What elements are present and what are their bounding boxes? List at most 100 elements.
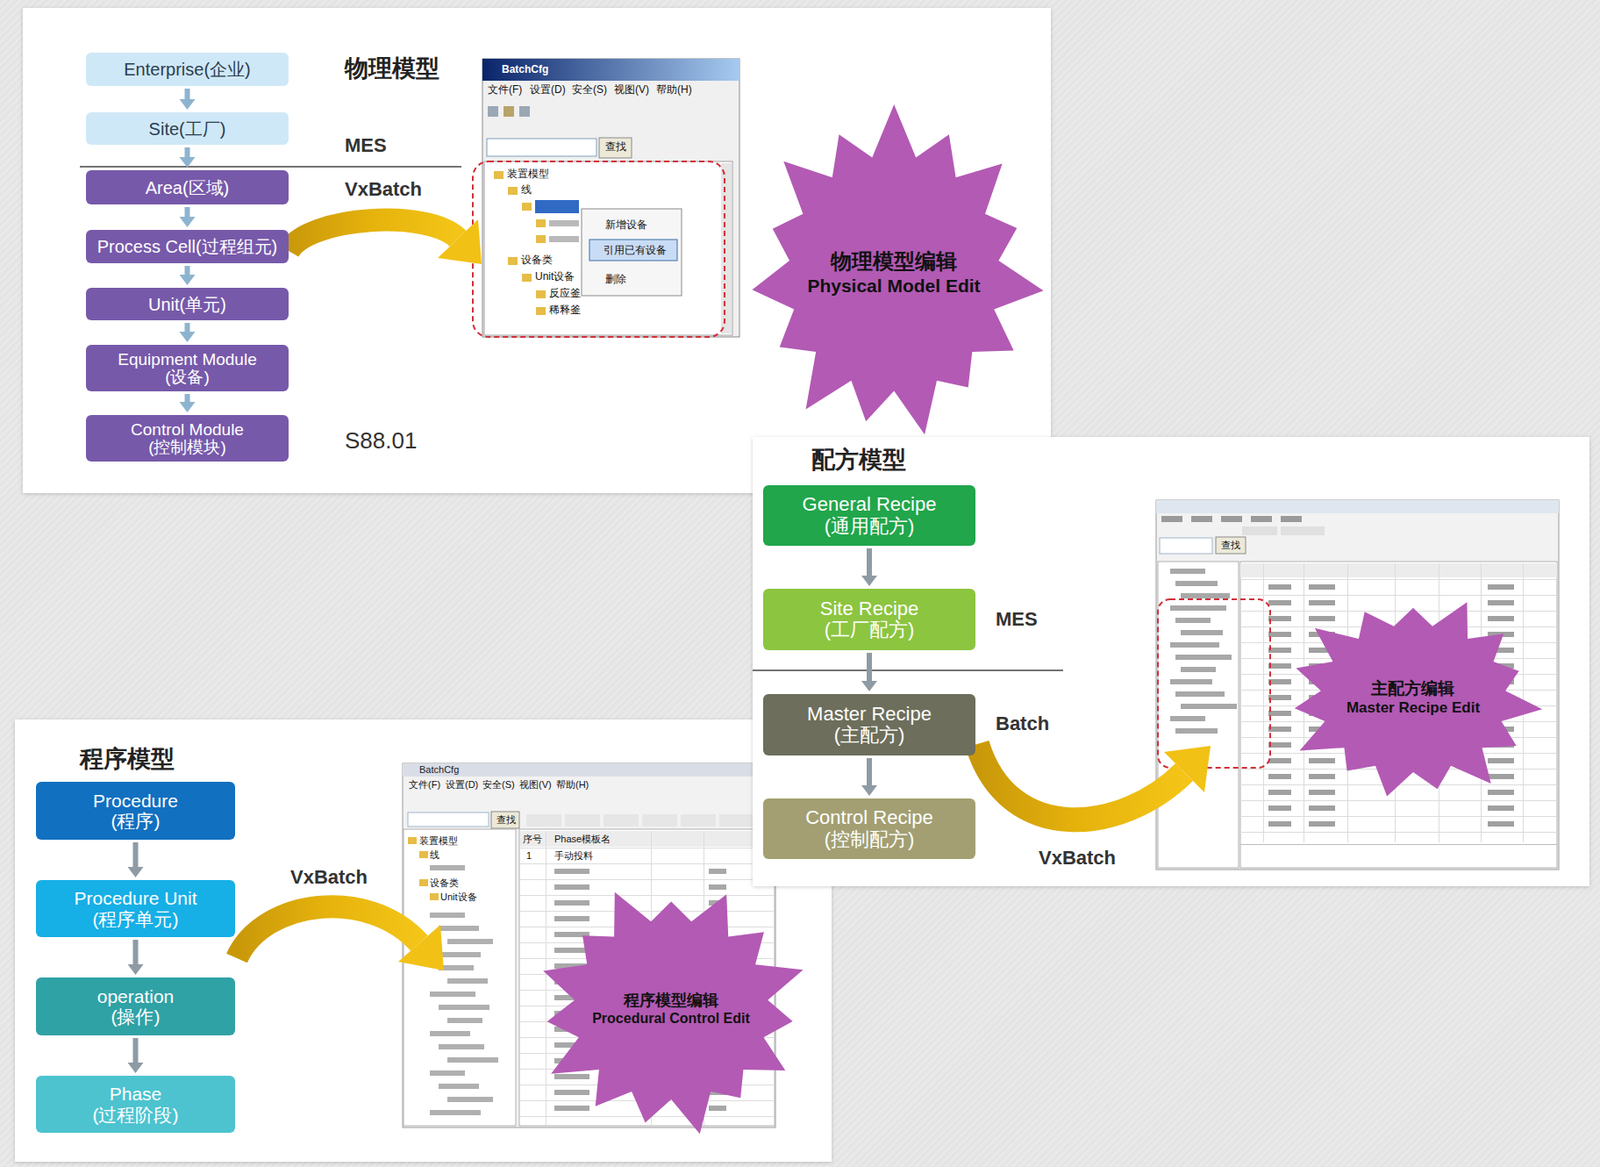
box-label: Area(区域) xyxy=(145,178,230,198)
screenshot-detail xyxy=(1240,594,1558,596)
title-bar xyxy=(482,58,740,81)
screenshot-detail xyxy=(1268,710,1292,716)
screenshot-detail xyxy=(429,1109,481,1115)
menu-item: 文件(F) xyxy=(408,778,441,790)
screenshot-detail xyxy=(1487,615,1515,622)
text-group: General Recipe (通用配方) xyxy=(801,493,938,536)
box-label: Equipment Module (设备) xyxy=(116,350,258,386)
gold-arrow-body xyxy=(288,220,458,251)
text-group: Master Recipe (主配方) xyxy=(806,703,933,746)
screenshot-detail xyxy=(1170,568,1206,574)
screenshot-detail xyxy=(1308,615,1336,622)
arrow-shaft xyxy=(866,548,872,577)
arrow-head xyxy=(179,157,196,168)
flow-arrow xyxy=(179,322,196,343)
screenshot-detail xyxy=(1487,789,1515,795)
screenshot-detail xyxy=(719,814,755,827)
arrow-head xyxy=(128,866,144,878)
flow-arrow xyxy=(861,652,878,692)
arrow-shaft xyxy=(133,1037,139,1064)
screenshot-detail xyxy=(1263,563,1265,843)
screenshot-detail xyxy=(535,307,546,315)
screenshot-detail xyxy=(554,1089,590,1095)
gold-arrow-head xyxy=(437,219,482,265)
screenshot-detail xyxy=(1487,757,1515,764)
arrow-shaft xyxy=(866,652,872,682)
arrow-head xyxy=(861,680,878,692)
arrow-shaft xyxy=(185,393,191,403)
screenshot-detail xyxy=(549,220,579,227)
flow-arrow xyxy=(179,393,196,413)
arrow-head xyxy=(179,274,196,286)
box-label: Process Cell(过程组元) xyxy=(97,236,279,257)
layer-label: VxBatch xyxy=(344,178,422,200)
screenshot-detail xyxy=(1240,610,1558,612)
flow-arrow xyxy=(861,548,878,586)
screenshot-detail xyxy=(549,235,579,243)
screenshot-detail xyxy=(1268,726,1292,732)
screenshot-detail xyxy=(419,878,429,886)
button xyxy=(599,137,632,158)
button xyxy=(491,811,520,829)
text-group: operation (操作) xyxy=(96,985,176,1027)
arrow-head xyxy=(861,575,878,586)
menu-item: 帮助(H) xyxy=(556,778,589,790)
divider-line xyxy=(752,669,1064,672)
text-group: Procedure Unit (程序单元) xyxy=(72,887,199,929)
callout-heading: 程序模型编辑 xyxy=(592,991,750,1011)
table-cell: 1 xyxy=(526,850,532,861)
screenshot-detail xyxy=(447,938,493,944)
screenshot-detail xyxy=(721,163,732,334)
screenshot-detail xyxy=(493,171,504,179)
screenshot-detail xyxy=(1268,757,1292,764)
screenshot-detail xyxy=(1308,789,1336,795)
screenshot-detail xyxy=(1308,757,1336,764)
screenshot-detail xyxy=(708,868,727,874)
screenshot-detail xyxy=(1240,578,1558,580)
button-text: 查找 xyxy=(605,141,627,153)
search-box xyxy=(486,138,597,157)
screenshot-detail xyxy=(407,836,417,844)
screenshot-detail xyxy=(503,106,515,117)
screenshot-detail xyxy=(507,186,518,195)
search-box xyxy=(407,812,489,827)
window-frame xyxy=(1156,500,1559,870)
tree-pane xyxy=(403,828,516,1126)
text-group: Site Recipe (工厂配方) xyxy=(819,598,921,641)
menu-item: 视图(V) xyxy=(614,84,650,96)
section-title: 程序模型 xyxy=(79,746,175,773)
screenshot-detail xyxy=(1180,629,1223,636)
screenshot-detail xyxy=(429,912,465,918)
arrow-head xyxy=(179,99,196,110)
table-pane xyxy=(1240,561,1558,868)
hierarchy-box: Area(区域) xyxy=(85,170,289,205)
text-group: Phase (过程阶段) xyxy=(92,1083,180,1124)
tree-item: Unit设备 xyxy=(440,891,478,902)
gold-arrow-head xyxy=(1164,745,1211,793)
screenshot-detail xyxy=(1180,666,1216,672)
hierarchy-box: Site Recipe (工厂配方) xyxy=(763,588,976,650)
starburst-outline xyxy=(751,104,1043,435)
screenshot-detail xyxy=(1170,715,1206,722)
screenshot-detail xyxy=(429,864,465,871)
gold-arrow-head xyxy=(398,924,444,971)
screenshot-detail xyxy=(1170,642,1220,648)
tree-pane xyxy=(1157,561,1239,868)
hierarchy-box: General Recipe (通用配方) xyxy=(763,485,976,546)
screenshot-detail xyxy=(429,1030,471,1036)
hierarchy-box: Procedure (程序) xyxy=(35,781,236,840)
section-title: 配方模型 xyxy=(811,447,907,474)
title-bar xyxy=(402,763,776,777)
screenshot-detail xyxy=(545,830,547,1126)
screenshot-detail xyxy=(1175,728,1218,734)
hierarchy-box: Master Recipe (主配方) xyxy=(763,693,976,756)
screenshot-detail xyxy=(1268,631,1292,637)
menu-item: 文件(F) xyxy=(487,84,522,96)
flow-arrow xyxy=(179,88,196,110)
screenshot-detail xyxy=(1308,584,1336,590)
panel xyxy=(752,436,1590,886)
screenshot-detail xyxy=(1280,526,1325,536)
menu-item: 引用已有设备 xyxy=(603,244,667,257)
callout-subtitle: Master Recipe Edit xyxy=(1346,699,1480,717)
layer-label: VxBatch xyxy=(1038,847,1116,869)
